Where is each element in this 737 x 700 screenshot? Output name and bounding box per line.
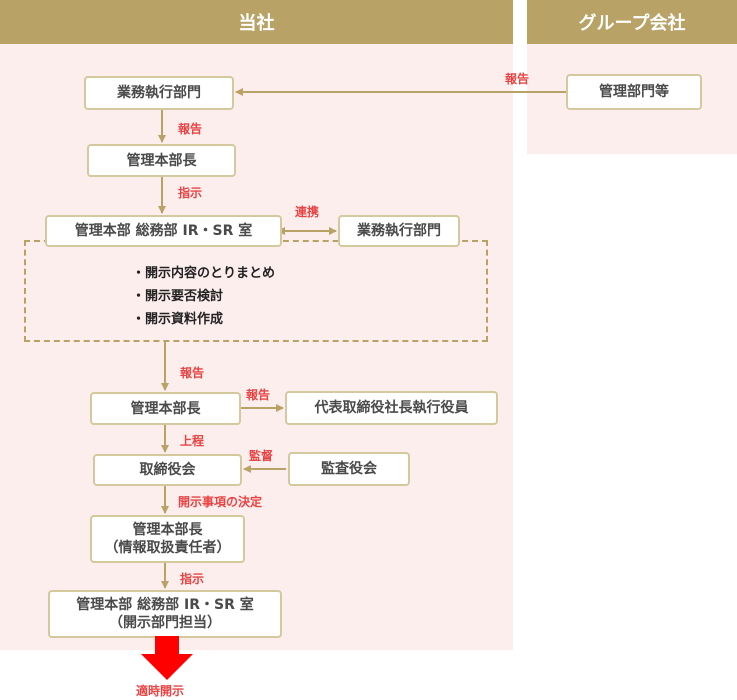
box-label: 管理本部長 [130, 400, 201, 417]
task-item: ・開示要否検討 [132, 289, 224, 304]
label-report-3: 報告 [246, 388, 271, 402]
label-liaison: 連携 [295, 205, 320, 219]
task-item: ・開示内容のとりまとめ [132, 266, 276, 281]
box-label: （情報取扱責任者） [104, 540, 231, 556]
box-label: （開示部門担当） [109, 615, 221, 631]
company-panel [0, 44, 513, 650]
box-label: 管理本部 総務部 IR・SR 室 [76, 597, 254, 613]
box-label: 管理本部長 [126, 152, 197, 169]
box-label: 管理部門等 [599, 84, 669, 100]
label-timely-disclosure: 適時開示 [136, 684, 185, 698]
box-soumu2: 管理本部 総務部 IR・SR 室 （開示部門担当） [48, 590, 282, 638]
header-group-company: グループ会社 [527, 0, 737, 44]
label-audit: 監督 [249, 449, 274, 463]
box-soumu1: 管理本部 総務部 IR・SR 室 [45, 215, 282, 247]
box-daihyo: 代表取締役社長執行役員 [285, 391, 498, 425]
box-gyomu-top: 業務執行部門 [84, 76, 234, 110]
label-report-2: 報告 [180, 366, 205, 380]
box-kanri2: 管理本部長 [90, 392, 241, 425]
label-instruct-1: 指示 [178, 186, 203, 200]
box-kanri3: 管理本部長 （情報取扱責任者） [90, 515, 245, 563]
box-kanri1: 管理本部長 [87, 144, 236, 177]
label-submit: 上程 [180, 434, 205, 448]
box-label: 業務執行部門 [357, 223, 441, 239]
label-report-group: 報告 [505, 72, 530, 86]
box-label: 取締役会 [139, 462, 196, 478]
box-group-kanri: 管理部門等 [566, 74, 702, 110]
header-group-title: グループ会社 [578, 13, 686, 34]
box-gyomu-mid: 業務執行部門 [338, 215, 460, 247]
box-label: 代表取締役社長執行役員 [314, 400, 469, 416]
box-label: 監査役会 [321, 461, 377, 477]
disclosure-arrow [141, 636, 193, 680]
label-instruct-2: 指示 [180, 572, 205, 586]
box-kansa: 監査役会 [288, 452, 410, 486]
task-list: ・開示内容のとりまとめ ・開示要否検討 ・開示資料作成 [132, 262, 275, 331]
box-label: 業務執行部門 [117, 85, 201, 101]
box-label: 管理本部 総務部 IR・SR 室 [74, 223, 253, 239]
label-decision: 開示事項の決定 [178, 495, 263, 509]
box-label: 管理本部長 [132, 522, 203, 538]
header-company-title: 当社 [238, 13, 275, 34]
label-report-1: 報告 [178, 122, 203, 136]
task-item: ・開示資料作成 [132, 312, 224, 327]
header-company: 当社 [0, 0, 513, 44]
box-torishimari: 取締役会 [93, 454, 242, 486]
